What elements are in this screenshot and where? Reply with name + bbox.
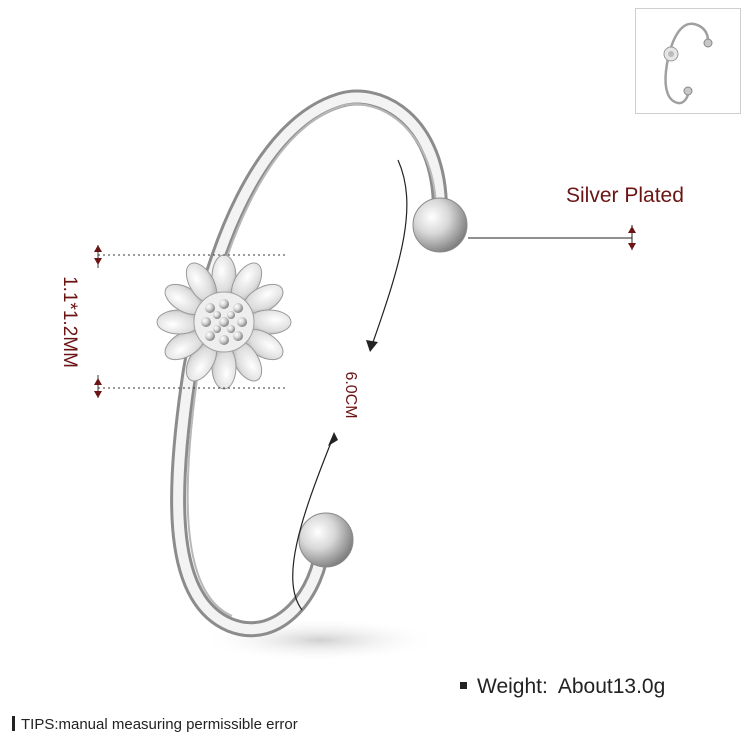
material-label: Silver Plated [566, 184, 684, 207]
flower-size-dimension [94, 245, 285, 398]
square-bullet-icon [460, 681, 467, 689]
weight-line: Weight: About13.0g [460, 675, 665, 699]
upper-end-ball [412, 197, 468, 253]
material-callout [468, 225, 636, 250]
thumbnail-preview[interactable] [635, 8, 741, 114]
weight-value: About13.0g [557, 675, 666, 698]
circumference-label: 6.0CM [342, 371, 359, 419]
vertical-bar-icon [12, 716, 15, 731]
tips-line: TIPS:manual measuring permissible error [12, 716, 298, 733]
flower-charm [156, 254, 292, 390]
circumference-dimension [292, 159, 408, 611]
flower-size-label: 1.1*1.2MM [59, 276, 80, 368]
lower-end-ball [298, 512, 354, 568]
cuff-band-highlight [186, 103, 437, 617]
thumbnail-bracelet [663, 22, 713, 105]
weight-label: Weight: [477, 675, 548, 698]
tips-text: TIPS:manual measuring permissible error [21, 716, 298, 733]
